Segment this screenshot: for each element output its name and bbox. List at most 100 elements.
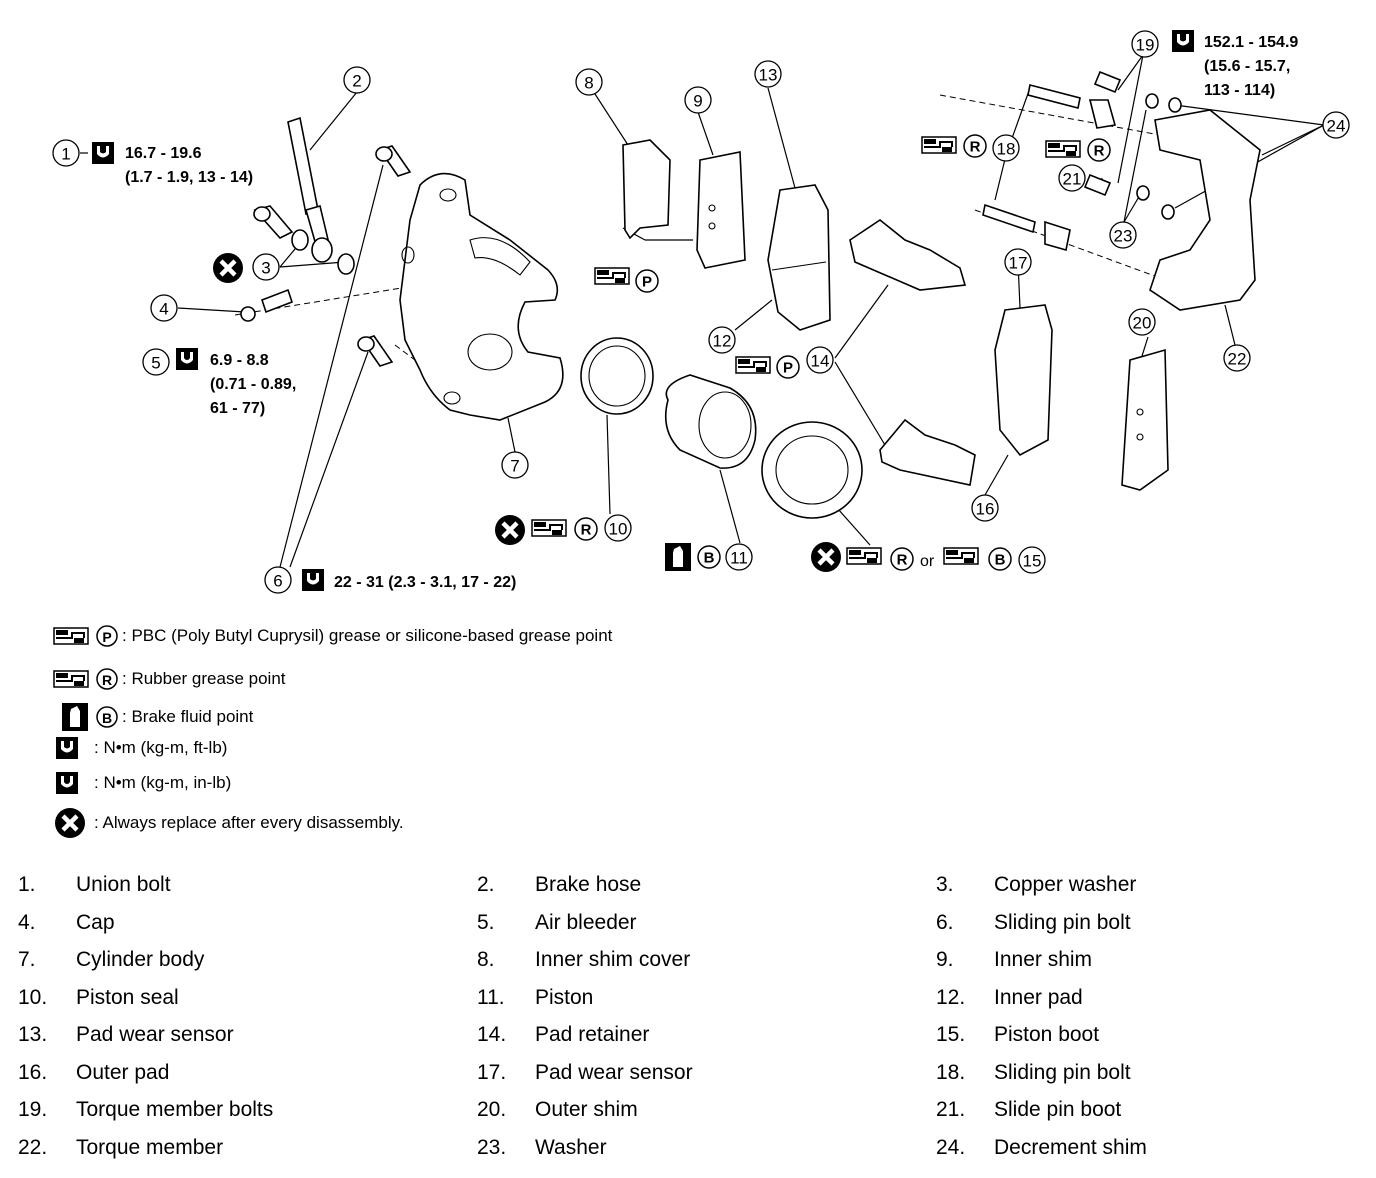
torque-5-line2: (0.71 - 0.89, bbox=[210, 376, 296, 393]
torque-member-bolts bbox=[1083, 70, 1122, 197]
part-name: Piston boot bbox=[994, 1023, 1100, 1046]
callout-23: 23 bbox=[1109, 221, 1137, 249]
grease-gun-icon bbox=[531, 519, 567, 537]
torque-1-line1: 16.7 - 19.6 bbox=[125, 145, 202, 162]
part-name: Pad retainer bbox=[535, 1023, 650, 1046]
callout-10: 10 bbox=[604, 514, 632, 542]
rubber-symbol: R bbox=[890, 547, 914, 571]
legend-pbc-text: : PBC (Poly Butyl Cuprysil) grease or si… bbox=[122, 626, 613, 645]
rubber-symbol: R bbox=[963, 134, 987, 158]
replace-icon bbox=[495, 515, 525, 545]
parts-list-item: 7.Cylinder body bbox=[18, 945, 204, 975]
sliding-pin-bolts-18 bbox=[982, 84, 1081, 234]
torque-6: 22 - 31 (2.3 - 3.1, 17 - 22) bbox=[334, 574, 516, 591]
callout-5: 5 bbox=[142, 348, 170, 376]
torque-in-icon bbox=[176, 348, 198, 370]
part-number: 5. bbox=[477, 910, 495, 934]
callout-3: 3 bbox=[252, 253, 280, 281]
part-name: Air bleeder bbox=[535, 910, 637, 934]
grease-gun-icon bbox=[943, 547, 979, 565]
torque-ft-icon bbox=[92, 142, 114, 164]
parts-list-item: 3. Copper washer bbox=[936, 870, 1136, 900]
parts-list-item: 10.Piston seal bbox=[18, 983, 179, 1013]
decrement-shims bbox=[1161, 97, 1182, 220]
replace-icon bbox=[52, 806, 94, 840]
callout-21: 21 bbox=[1058, 164, 1086, 192]
torque-19-line1: 152.1 - 154.9 bbox=[1204, 34, 1298, 51]
parts-list-item: 17.Pad wear sensor bbox=[477, 1058, 693, 1088]
part-number: 7. bbox=[18, 948, 36, 971]
brake-symbol: B bbox=[697, 545, 721, 569]
part-name: Outer shim bbox=[535, 1098, 638, 1121]
svg-text:R: R bbox=[970, 139, 981, 156]
parts-list-item: 12.Inner pad bbox=[936, 983, 1083, 1013]
air-bleeder bbox=[260, 288, 294, 314]
cylinder-body bbox=[399, 172, 564, 421]
svg-text:P: P bbox=[102, 629, 111, 645]
parts-list-item: 13.Pad wear sensor bbox=[18, 1020, 234, 1050]
parts-list-item: 21.Slide pin boot bbox=[936, 1095, 1121, 1125]
svg-text:16: 16 bbox=[976, 500, 995, 519]
legend-ft-lb-text: : N•m (kg-m, ft-lb) bbox=[94, 738, 228, 757]
callout-6: 6 bbox=[264, 566, 292, 594]
part-number: 6. bbox=[936, 910, 954, 934]
part-name: Decrement shim bbox=[994, 1135, 1147, 1159]
legend-brake-text: : Brake fluid point bbox=[122, 707, 254, 726]
part-number: 3. bbox=[936, 873, 954, 896]
callout-7: 7 bbox=[501, 451, 529, 479]
grease-gun-icon bbox=[846, 547, 882, 565]
svg-text:R: R bbox=[581, 522, 592, 539]
parts-list-item: 11.Piston bbox=[477, 983, 593, 1013]
svg-text:6: 6 bbox=[273, 572, 282, 591]
callout-9: 9 bbox=[684, 86, 712, 114]
callout-11: 11 bbox=[725, 543, 753, 571]
legend-replace: : Always replace after every disassembly… bbox=[52, 810, 404, 836]
torque-19-line2: (15.6 - 15.7, bbox=[1204, 58, 1290, 75]
part-number: 11. bbox=[477, 985, 505, 1009]
parts-list-item: 24. Decrement shim bbox=[936, 1133, 1147, 1163]
part-number: 14. bbox=[477, 1023, 507, 1046]
or-text: or bbox=[920, 553, 935, 570]
part-number: 22. bbox=[18, 1135, 48, 1159]
outer-shim bbox=[1121, 348, 1169, 491]
legend-rubber-text: : Rubber grease point bbox=[122, 669, 286, 688]
part-name: Washer bbox=[535, 1135, 607, 1159]
svg-text:21: 21 bbox=[1063, 170, 1082, 189]
part-name: Copper washer bbox=[994, 873, 1137, 896]
callout-15: 15 bbox=[1018, 546, 1046, 574]
part-name: Outer pad bbox=[76, 1060, 170, 1084]
part-number: 24. bbox=[936, 1135, 966, 1159]
cap bbox=[240, 306, 256, 322]
callout-2: 2 bbox=[343, 66, 371, 94]
part-name: Inner shim cover bbox=[535, 948, 691, 971]
replace-icon bbox=[811, 542, 841, 572]
svg-text:2: 2 bbox=[352, 72, 361, 91]
parts-list-item: 23.Washer bbox=[477, 1133, 607, 1163]
parts-list-item: 15. Piston boot bbox=[936, 1020, 1099, 1050]
legend-replace-text: : Always replace after every disassembly… bbox=[94, 813, 404, 832]
svg-text:24: 24 bbox=[1327, 117, 1346, 136]
parts-list-item: 20.Outer shim bbox=[477, 1095, 638, 1125]
brake-fluid-icon bbox=[665, 543, 691, 571]
pbc-symbol: P bbox=[635, 269, 659, 293]
piston bbox=[664, 374, 757, 469]
svg-text:11: 11 bbox=[730, 549, 748, 568]
svg-text:20: 20 bbox=[1133, 314, 1152, 333]
callout-16: 16 bbox=[971, 494, 999, 522]
callout-13: 13 bbox=[754, 60, 782, 88]
part-name: Cap bbox=[76, 910, 115, 934]
callout-17: 17 bbox=[1004, 248, 1032, 276]
torque-ft-icon bbox=[302, 569, 324, 591]
torque-1-line2: (1.7 - 1.9, 13 - 14) bbox=[125, 169, 253, 186]
part-number: 15. bbox=[936, 1023, 966, 1046]
parts-list-item: 1.Union bolt bbox=[18, 870, 171, 900]
torque-ft-icon bbox=[1172, 30, 1194, 52]
svg-text:R: R bbox=[1094, 143, 1105, 160]
brake-symbol: B bbox=[988, 547, 1012, 571]
svg-text:4: 4 bbox=[159, 300, 168, 319]
part-number: 8. bbox=[477, 948, 495, 971]
part-name: Brake hose bbox=[535, 873, 642, 896]
part-number: 12. bbox=[936, 985, 966, 1009]
inner-shim bbox=[696, 151, 746, 269]
grease-gun-icon: P bbox=[52, 624, 122, 648]
